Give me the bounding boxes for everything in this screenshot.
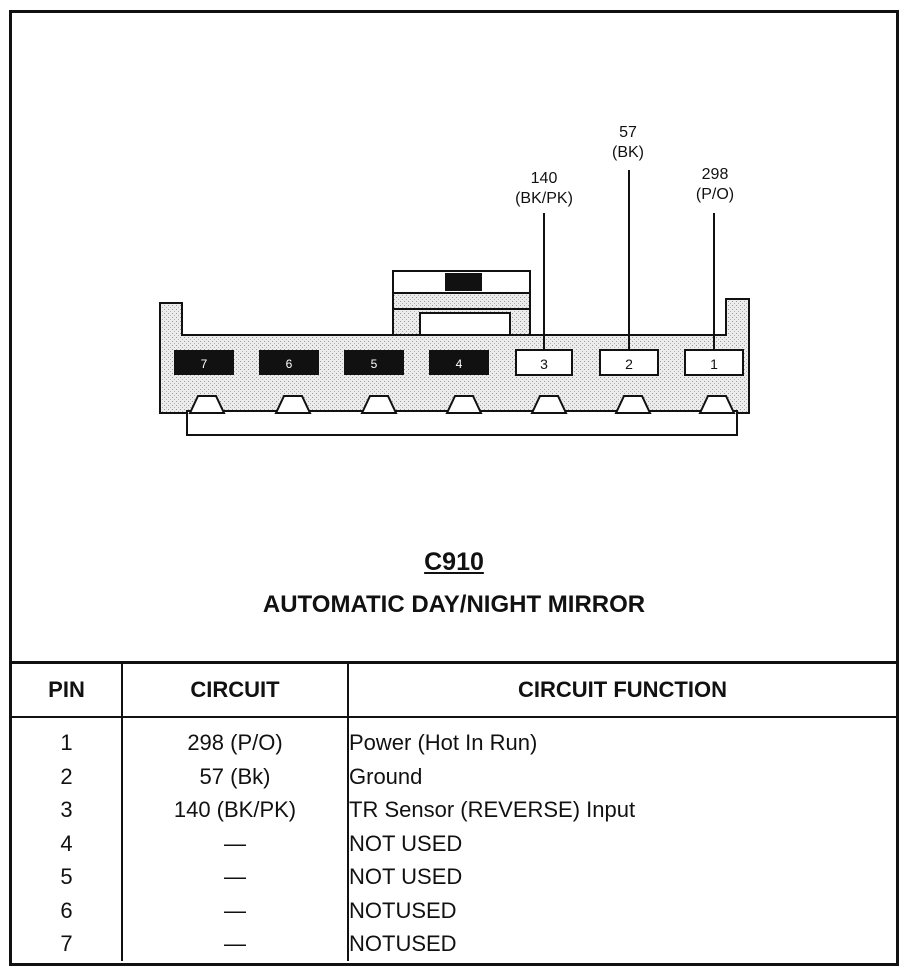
- cavity-label-2: 2: [625, 356, 633, 372]
- pin-table: PIN CIRCUIT CIRCUIT FUNCTION 1 298 (P/O)…: [12, 661, 896, 961]
- cavity-label-7: 7: [201, 357, 208, 371]
- table-row: 5 — NOT USED: [12, 860, 896, 894]
- row-pin: 4: [60, 830, 73, 856]
- pin-table-header: PIN CIRCUIT CIRCUIT FUNCTION: [12, 661, 896, 718]
- row-pin: 5: [60, 864, 73, 889]
- connector-id: C910: [424, 548, 484, 576]
- row-pin: 3: [60, 797, 73, 822]
- wire-label-140: 140 (BK/PK): [515, 169, 573, 209]
- cavity-label-4: 4: [456, 357, 463, 371]
- header-pin: PIN: [12, 661, 122, 718]
- table-row: 6 — NOTUSED: [12, 893, 896, 927]
- cavity-2: [599, 349, 659, 376]
- wire-circuit-57: 57: [619, 124, 637, 141]
- cavity-6: [259, 350, 319, 375]
- row-circuit: —: [121, 826, 348, 860]
- connector-name: AUTOMATIC DAY/NIGHT MIRROR: [262, 591, 646, 618]
- table-row: 2 57 (Bk) Ground: [12, 759, 896, 793]
- wire-circuit-140: 140: [530, 170, 558, 187]
- row-function: Ground: [347, 759, 896, 793]
- wires: [543, 170, 715, 350]
- row-pin: 1: [60, 730, 73, 755]
- connector-rail: [186, 410, 738, 436]
- cavity-label-6: 6: [286, 357, 293, 371]
- row-function: NOT USED: [347, 826, 896, 860]
- row-circuit: 57 (Bk): [121, 759, 348, 793]
- cavity-1: [684, 349, 744, 376]
- table-row: 1 298 (P/O) Power (Hot In Run): [12, 717, 896, 760]
- row-function: Power (Hot In Run): [347, 717, 896, 760]
- row-circuit: —: [121, 927, 348, 961]
- cavity-label-5: 5: [371, 357, 378, 371]
- row-pin: 7: [60, 931, 73, 956]
- row-function: TR Sensor (REVERSE) Input: [347, 793, 896, 827]
- cavity-label-3: 3: [540, 356, 548, 372]
- connector-diagram: 7 6 5 4 3 2 1 140 (BK/PK) 57 (BK): [12, 13, 896, 661]
- row-circuit: —: [121, 860, 348, 894]
- row-pin: 6: [60, 897, 73, 923]
- row-function: NOT USED: [347, 860, 896, 894]
- cavity-4: [429, 350, 489, 375]
- table-row: 7 — NOTUSED: [12, 927, 896, 961]
- header-function: CIRCUIT FUNCTION: [347, 661, 896, 718]
- row-function: NOTUSED: [347, 927, 896, 961]
- table-row: 4 — NOT USED: [12, 826, 896, 860]
- diagram-frame: 7 6 5 4 3 2 1 140 (BK/PK) 57 (BK): [9, 10, 899, 966]
- connector-lock-tab: [392, 270, 531, 336]
- header-circuit: CIRCUIT: [121, 661, 348, 718]
- cavity-5: [344, 350, 404, 375]
- wire-label-298: 298 (P/O): [696, 165, 734, 205]
- wire-circuit-298: 298: [701, 166, 729, 183]
- wire-color-57: (BK): [612, 144, 644, 161]
- connector-teeth: [188, 395, 736, 414]
- cavity-7: [174, 350, 234, 375]
- row-function: NOTUSED: [347, 893, 896, 927]
- cavities: 7 6 5 4 3 2 1: [174, 349, 744, 376]
- connector-drawing: 7 6 5 4 3 2 1: [159, 170, 750, 436]
- wire-label-57: 57 (BK): [612, 123, 644, 163]
- row-circuit: —: [121, 893, 348, 927]
- table-row: 3 140 (BK/PK) TR Sensor (REVERSE) Input: [12, 793, 896, 827]
- row-circuit: 140 (BK/PK): [121, 793, 348, 827]
- row-pin: 2: [60, 763, 73, 789]
- wire-color-140: (BK/PK): [515, 190, 573, 207]
- cavity-label-1: 1: [710, 356, 718, 372]
- row-circuit: 298 (P/O): [121, 717, 348, 760]
- cavity-3: [515, 349, 573, 376]
- wire-color-298: (P/O): [695, 186, 735, 203]
